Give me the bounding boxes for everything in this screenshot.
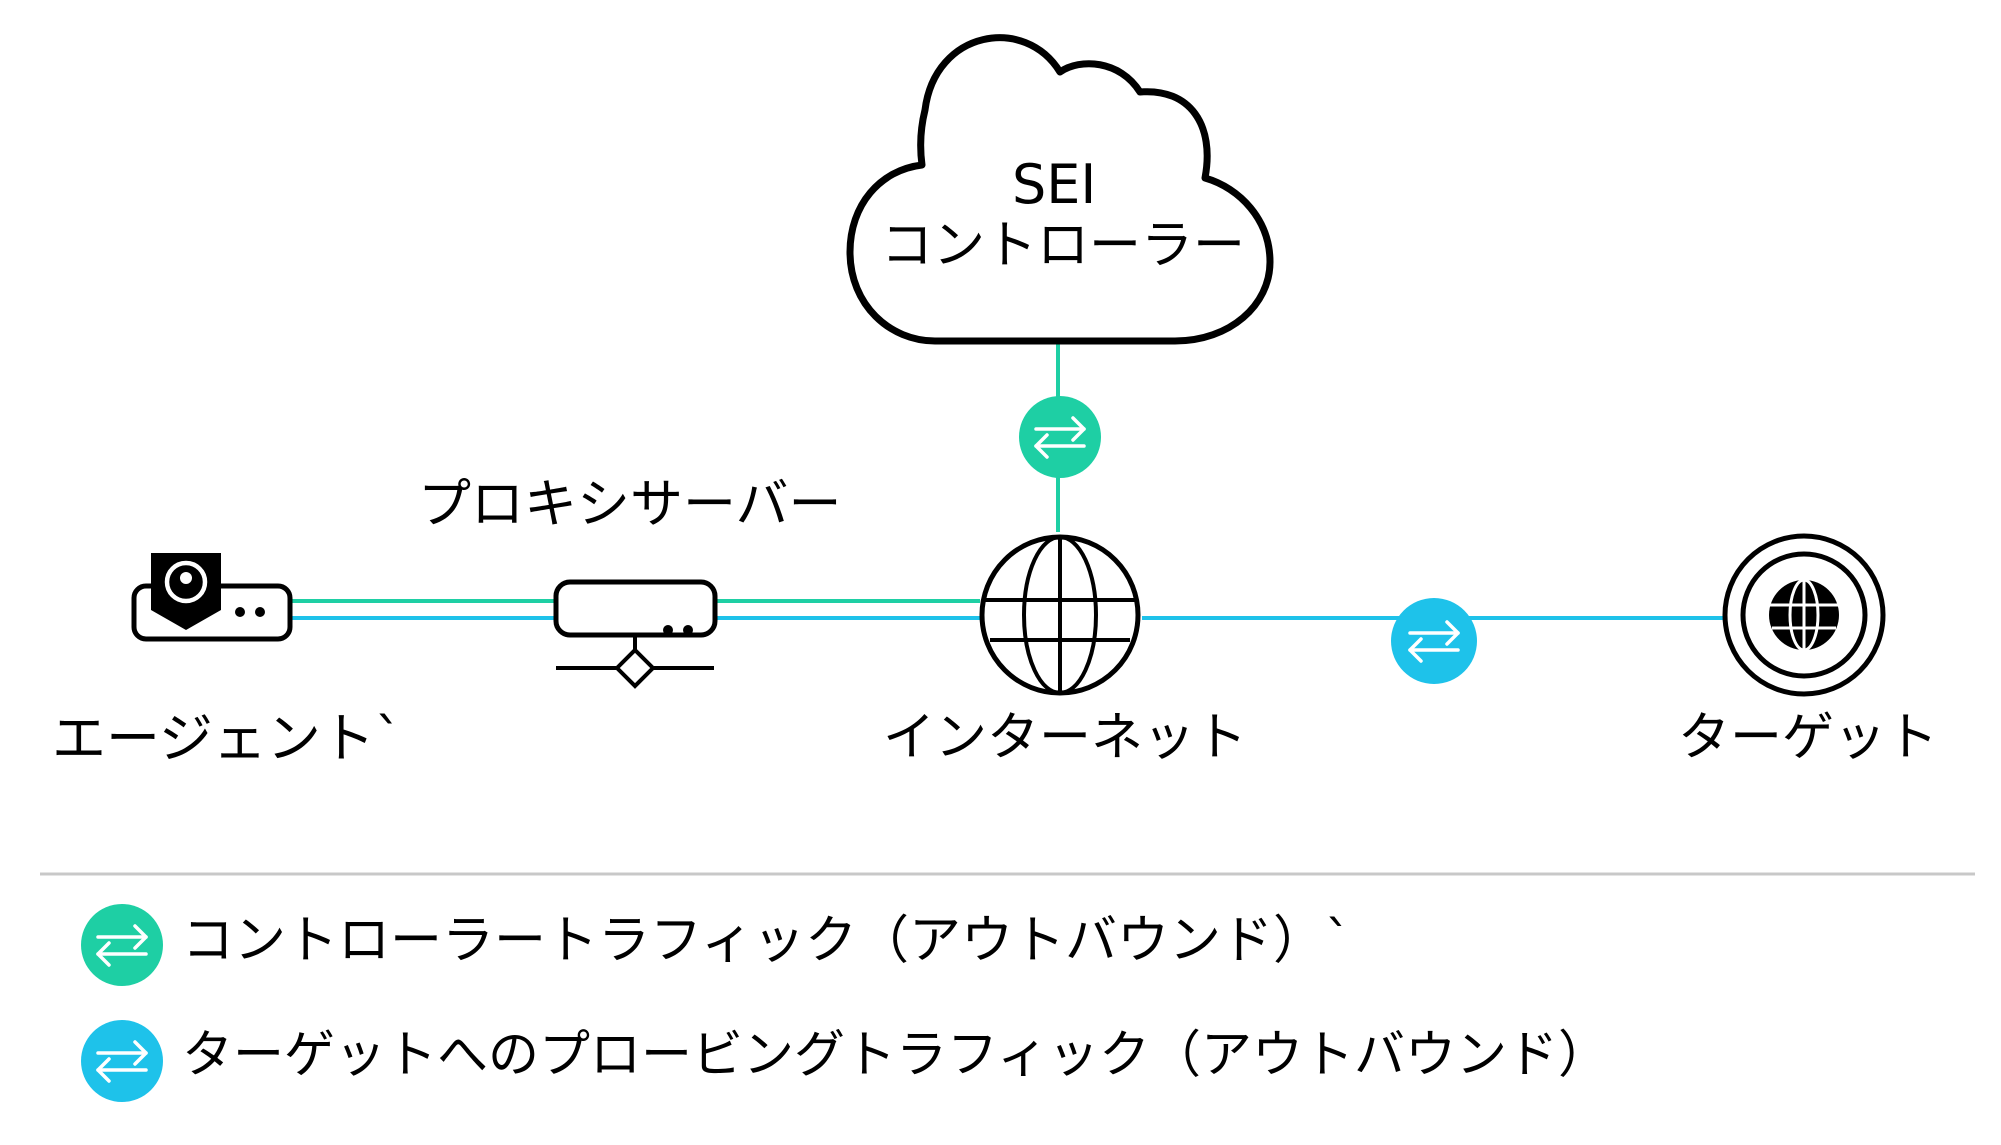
- legend-probing-traffic-icon: [81, 1020, 163, 1102]
- target-label: ターゲット: [1678, 708, 1939, 768]
- controller-label-line2: コントローラー: [881, 216, 1246, 276]
- bidirectional-arrows-icon: [1034, 416, 1086, 459]
- bidirectional-arrows-icon: [1408, 620, 1460, 663]
- controller-traffic-badge: [1019, 396, 1101, 478]
- probing-traffic-badge: [1391, 598, 1477, 684]
- bidirectional-arrows-icon: [96, 1040, 148, 1083]
- globe-icon: [979, 534, 1141, 696]
- legend-probing-traffic-label: ターゲットへのプロービングトラフィック（アウトバウンド）: [182, 1026, 1609, 1085]
- legend-controller-traffic-label: コントローラートラフィック（アウトバウンド）`: [182, 911, 1351, 971]
- bidirectional-arrows-icon: [96, 924, 148, 967]
- controller-label-line1: SEI: [1012, 153, 1097, 216]
- proxy-label: プロキシサーバー: [418, 474, 842, 535]
- cloud-icon: [846, 34, 1274, 345]
- agent-label: エージェント`: [52, 707, 402, 770]
- legend-controller-traffic-icon: [81, 904, 163, 986]
- proxy-server-icon: [553, 579, 718, 689]
- target-globe-icon: [1722, 533, 1886, 697]
- agent-device-icon: [131, 553, 293, 642]
- internet-label: インターネット: [883, 708, 1248, 768]
